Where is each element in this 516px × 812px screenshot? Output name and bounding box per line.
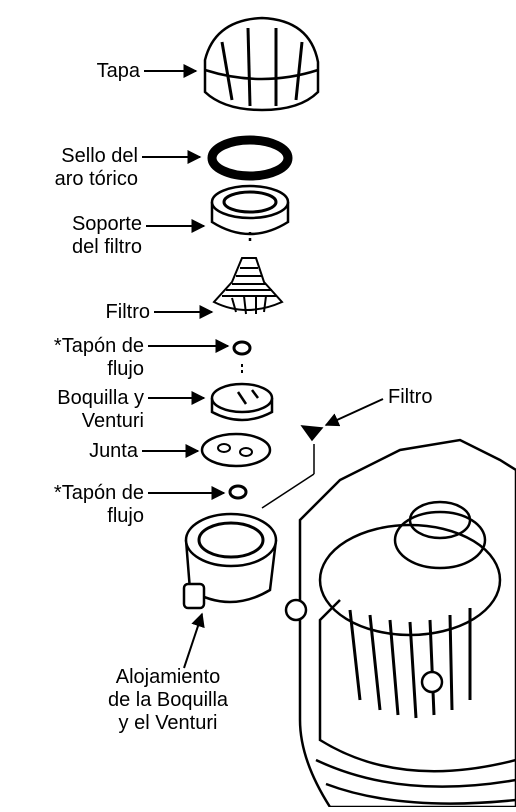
gasket-part [200,432,272,468]
flow-plug-part-1 [232,340,252,376]
label-filtro-2-text: Filtro [388,386,433,408]
label-boquilla-line2: Venturi [81,410,144,432]
label-junta: Junta [40,440,138,463]
filter-part [212,257,284,315]
label-tapon-2-line1: *Tapón de [53,482,144,504]
label-tapon-1-line2: flujo [107,358,144,380]
label-soporte-line2: del filtro [71,236,142,258]
small-cone-filter-part [261,425,324,509]
label-tapon-1: *Tapón de flujo [10,335,144,381]
label-tapon-1-line1: *Tapón de [53,335,144,357]
cap-part [203,16,320,112]
label-filtro: Filtro [40,301,150,324]
label-filtro-2: Filtro [388,386,468,409]
label-sello-line1: Sello del [61,145,138,167]
label-alojamiento-line2: de la Boquilla [107,689,229,711]
nozzle-housing-part [182,512,278,610]
label-alojamiento-line3: y el Venturi [118,712,218,734]
label-alojamiento-line1: Alojamiento [115,666,221,688]
label-tapa-text: Tapa [96,60,140,82]
label-boquilla: Boquilla y Venturi [10,387,144,433]
label-alojamiento: Alojamiento de la Boquilla y el Venturi [88,666,248,735]
label-arrows [142,64,384,669]
valve-body [284,438,516,809]
label-filtro-text: Filtro [105,301,150,323]
label-soporte: Soporte del filtro [20,213,142,259]
label-tapon-2-line2: flujo [107,505,144,527]
label-soporte-line1: Soporte [71,213,142,235]
label-boquilla-line1: Boquilla y [57,387,144,409]
o-ring-seal-part [207,135,293,181]
label-sello: Sello del aro tórico [20,145,138,191]
label-sello-line2: aro tórico [54,168,138,190]
filter-support-part [210,184,290,242]
label-tapon-2: *Tapón de flujo [10,482,144,528]
nozzle-venturi-part [210,382,274,422]
flow-plug-part-2 [228,484,248,500]
label-tapa: Tapa [40,60,140,83]
label-junta-text: Junta [89,440,138,462]
